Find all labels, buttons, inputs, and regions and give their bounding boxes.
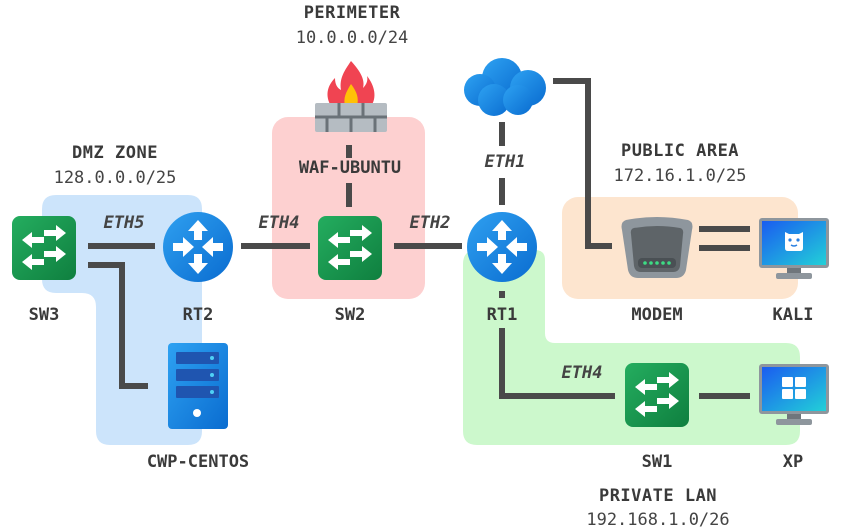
label-sw3: SW3	[28, 305, 60, 325]
label-sw2: SW2	[334, 305, 366, 325]
zone-private-cidr: 192.168.1.0/26	[586, 510, 730, 530]
iface-rt2-sw2: ETH4	[258, 213, 300, 233]
switch-icon	[625, 363, 689, 427]
zone-perimeter-title: PERIMETER	[303, 3, 401, 23]
firewall-icon	[315, 61, 387, 132]
zone-public-title: PUBLIC AREA	[620, 141, 740, 161]
node-xp[interactable]	[759, 364, 829, 426]
label-modem: MODEM	[631, 305, 683, 325]
server-icon	[168, 343, 228, 429]
switch-icon	[12, 216, 76, 280]
label-sw1: SW1	[641, 452, 673, 472]
label-rt1: RT1	[486, 305, 518, 325]
link-sw3-cwp	[88, 262, 148, 389]
node-sw1[interactable]	[625, 363, 689, 427]
label-cwp: CWP-CENTOS	[146, 452, 250, 472]
iface-sw3-rt2: ETH5	[103, 213, 145, 233]
node-rt1[interactable]	[467, 212, 537, 282]
modem-icon	[621, 217, 693, 278]
router-icon	[163, 212, 233, 282]
iface-rt1-cloud: ETH1	[484, 152, 526, 172]
node-kali[interactable]	[759, 218, 829, 280]
zone-perimeter-cidr: 10.0.0.0/24	[295, 28, 409, 48]
iface-sw2-rt1: ETH2	[409, 213, 451, 233]
label-kali: KALI	[772, 305, 814, 325]
node-modem[interactable]	[620, 216, 694, 278]
cloud-icon	[464, 58, 546, 116]
node-waf[interactable]	[315, 60, 387, 132]
node-sw3[interactable]	[12, 216, 76, 280]
iface-rt1-sw1: ETH4	[561, 363, 603, 383]
zone-dmz-cidr: 128.0.0.0/25	[53, 168, 177, 188]
monitor-icon	[759, 218, 829, 279]
label-waf: WAF-UBUNTU	[298, 158, 402, 178]
link-rt1-sw1	[499, 328, 615, 399]
node-internet[interactable]	[462, 56, 548, 118]
zone-public-cidr: 172.16.1.0/25	[613, 166, 747, 186]
label-rt2: RT2	[182, 305, 214, 325]
node-sw2[interactable]	[318, 216, 382, 280]
monitor-icon	[759, 364, 829, 425]
label-xp: XP	[782, 452, 804, 472]
link-cloud-modem	[553, 78, 612, 249]
zone-dmz-title: DMZ ZONE	[72, 143, 158, 163]
node-rt2[interactable]	[163, 212, 233, 282]
node-cwp[interactable]	[168, 343, 228, 429]
router-icon	[467, 212, 537, 282]
switch-icon	[318, 216, 382, 280]
zone-private-title: PRIVATE LAN	[598, 486, 718, 506]
